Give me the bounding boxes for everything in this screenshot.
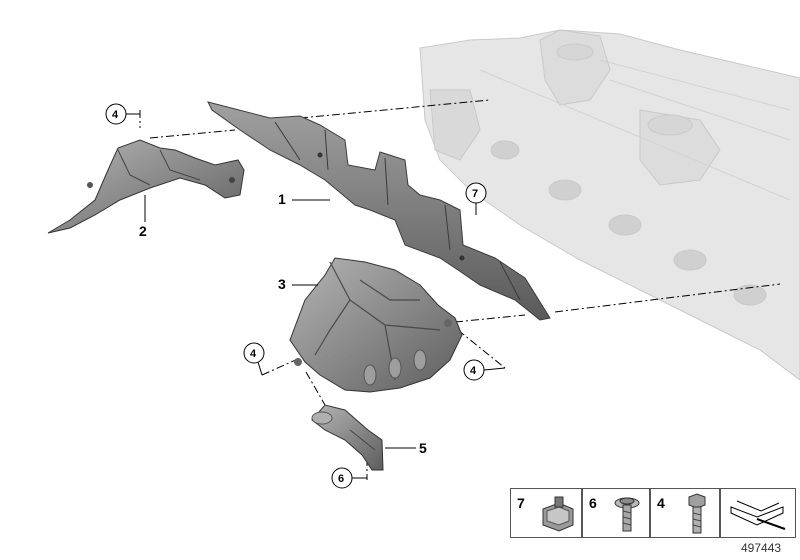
circle-label-6: 6 [331,467,367,489]
label-part-2: 2 [139,223,147,239]
hex-bolt-icon [688,493,706,534]
svg-text:4: 4 [112,109,119,121]
legend-number: 6 [589,495,597,511]
svg-text:6: 6 [338,473,344,485]
assembly-lines [139,99,781,480]
label-part-5: 5 [419,440,427,456]
part-5-bracket[interactable] [311,404,384,471]
label-part-3: 3 [278,276,286,292]
part-2-heat-shield[interactable] [47,139,245,234]
circle-labels: 4 7 4 4 6 [105,103,506,489]
circle-label-4-top: 4 [105,103,140,125]
svg-text:4: 4 [250,348,257,360]
legend-item-arrow [720,488,796,538]
legend-number: 7 [517,495,525,511]
svg-text:7: 7 [472,188,478,200]
cylinder-head-background [419,29,800,381]
direction-arrow-icon [730,500,786,530]
part-3-manifold-heat-shield[interactable] [289,257,463,393]
circle-label-7: 7 [465,182,487,215]
legend-item-7: 7 [510,488,582,538]
legend-item-4: 4 [650,488,720,538]
legend-number: 4 [657,495,665,511]
part-labels: 1 2 3 5 [139,191,427,456]
circle-label-4-left: 4 [243,342,265,376]
label-part-1: 1 [278,191,286,207]
document-id: 497443 [741,541,782,555]
legend-item-6: 6 [582,488,650,538]
circle-label-4-right: 4 [463,359,506,381]
part-1-heat-shield-strip[interactable] [207,101,551,321]
flange-screw-icon [614,497,640,532]
svg-text:4: 4 [470,365,477,377]
clip-nut-icon [542,496,574,532]
